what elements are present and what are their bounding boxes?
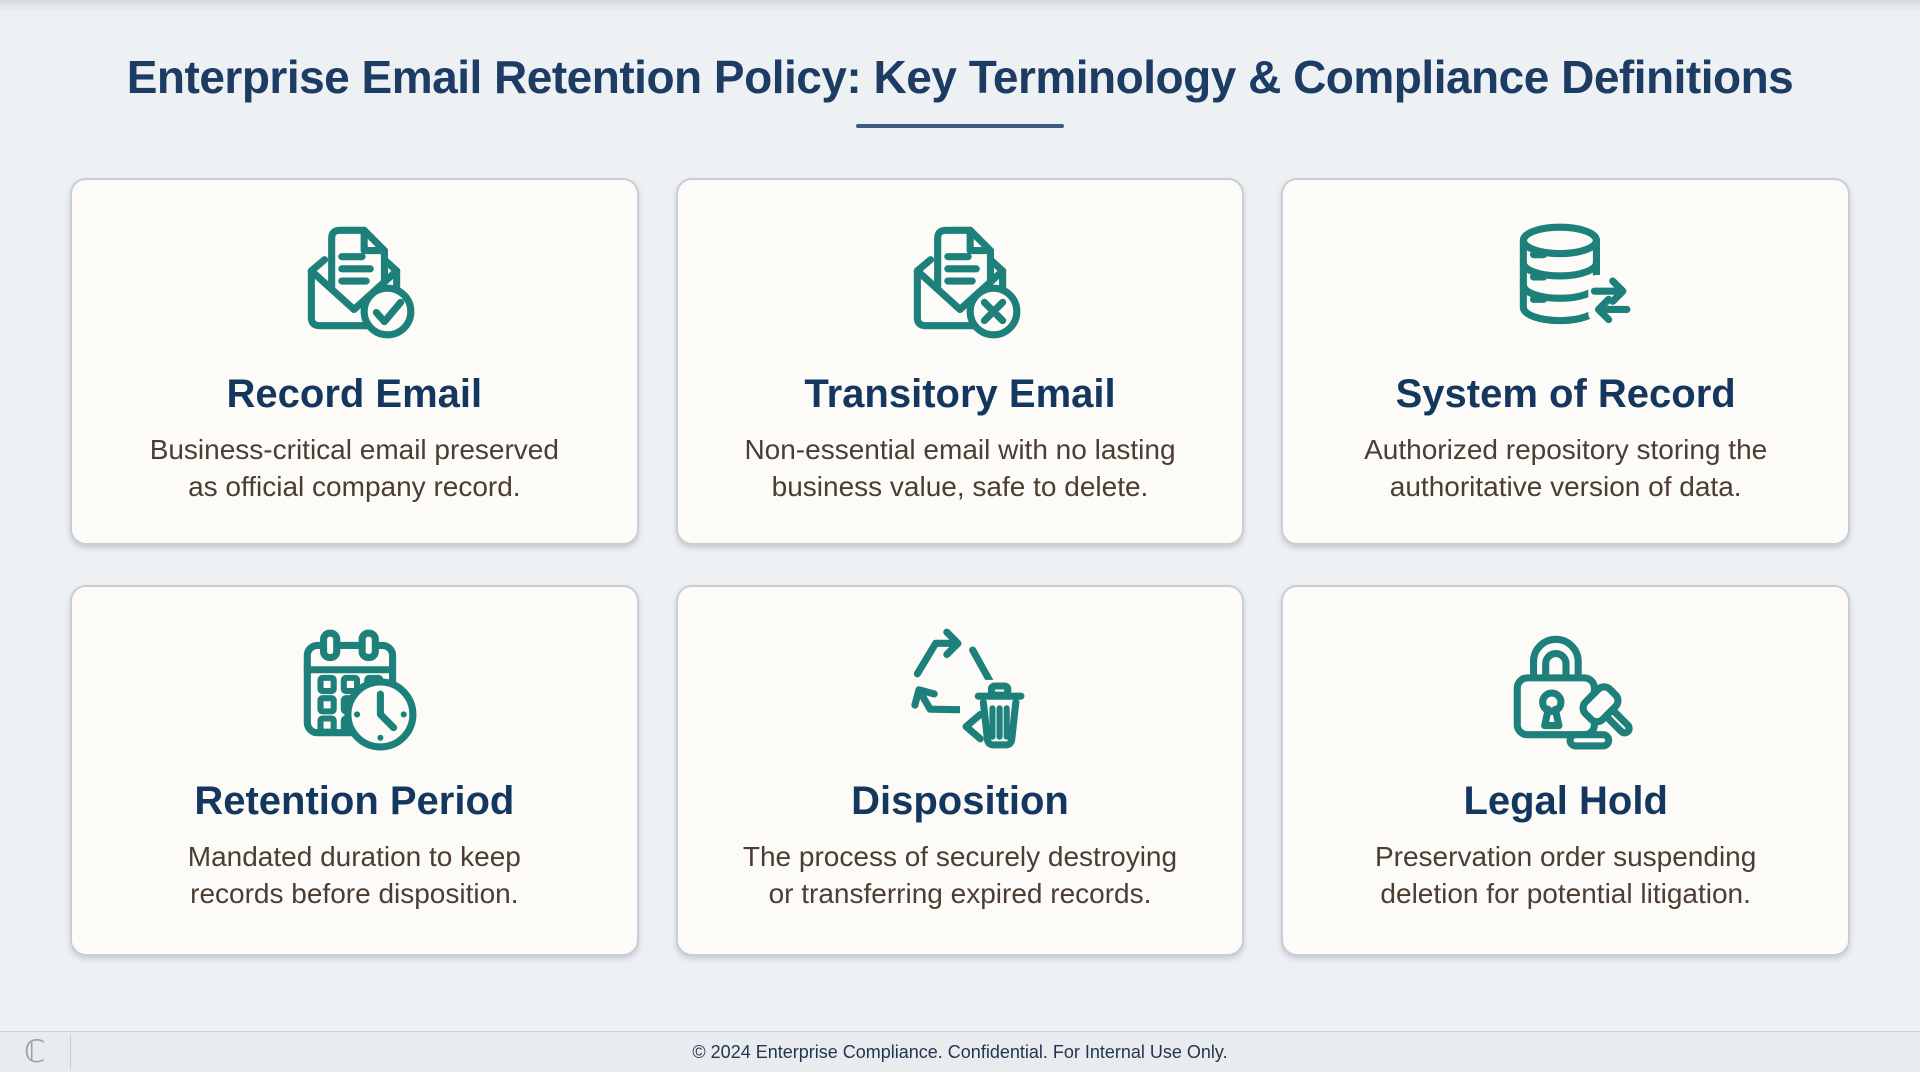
card-description-line: deletion for potential litigation. [1380, 878, 1751, 909]
card-description-line: Authorized repository storing the [1364, 434, 1768, 465]
card-icon-wrap [678, 208, 1243, 350]
envelope-document-x-icon [913, 226, 1021, 339]
footer-text: © 2024 Enterprise Compliance. Confidenti… [692, 1041, 1228, 1062]
definition-cards-grid: Record Email Business-critical email pre… [70, 178, 1850, 956]
lock-gavel-icon [1513, 635, 1633, 750]
company-logo: ℂ [24, 1034, 46, 1070]
card-title: Legal Hold [1463, 779, 1668, 823]
card-title: Transitory Email [804, 372, 1116, 416]
card-icon-wrap [1283, 615, 1848, 757]
card-record-email: Record Email Business-critical email pre… [70, 178, 639, 545]
card-description-line: or transferring expired records. [768, 878, 1152, 909]
card-retention-period: Retention Period Mandated duration to ke… [70, 585, 639, 956]
card-description-line: The process of securely destroying [742, 841, 1178, 872]
card-description-line: authoritative version of data. [1389, 471, 1742, 502]
card-description-line: as official company record. [188, 471, 521, 502]
card-legal-hold: Legal Hold Preservation order suspending… [1281, 585, 1850, 956]
card-description-line: business value, safe to delete. [771, 471, 1149, 502]
card-title: Retention Period [194, 779, 515, 823]
card-disposition: Disposition The process of securely dest… [675, 585, 1245, 956]
page-header: Enterprise Email Retention Policy: Key T… [0, 0, 1920, 128]
card-icon-wrap [72, 615, 637, 757]
card-title: Record Email [226, 372, 483, 416]
page-title: Enterprise Email Retention Policy: Key T… [126, 51, 1794, 103]
calendar-clock-icon [304, 629, 417, 751]
footer-divider [70, 1035, 71, 1069]
database-sync-icon [1519, 223, 1633, 325]
card-description: Authorized repository storing the author… [1283, 431, 1848, 505]
card-description: The process of securely destroying or tr… [678, 838, 1243, 912]
card-title: Disposition [851, 779, 1069, 823]
title-underline [856, 124, 1064, 128]
card-transitory-email: Transitory Email Non-essential email wit… [675, 178, 1245, 545]
card-system-of-record: System of Record Authorized repository s… [1281, 178, 1850, 545]
card-icon-wrap [72, 208, 637, 350]
card-description-line: Mandated duration to keep [187, 841, 521, 872]
card-description-line: Preservation order suspending [1374, 841, 1757, 872]
card-description: Business-critical email preserved as off… [72, 431, 637, 505]
card-description-line: records before disposition. [190, 878, 519, 909]
envelope-document-check-icon [308, 226, 415, 339]
card-description-line: Business-critical email preserved [149, 434, 559, 465]
card-title: System of Record [1395, 372, 1736, 416]
card-description: Non-essential email with no lasting busi… [678, 431, 1243, 505]
footer: ℂ © 2024 Enterprise Compliance. Confiden… [0, 1031, 1920, 1072]
card-description: Preservation order suspending deletion f… [1283, 838, 1848, 912]
card-icon-wrap [1283, 208, 1848, 350]
recycle-trash-icon [911, 628, 1027, 751]
card-description: Mandated duration to keep records before… [72, 838, 637, 912]
card-description-line: Non-essential email with no lasting [744, 434, 1176, 465]
card-icon-wrap [678, 615, 1243, 757]
